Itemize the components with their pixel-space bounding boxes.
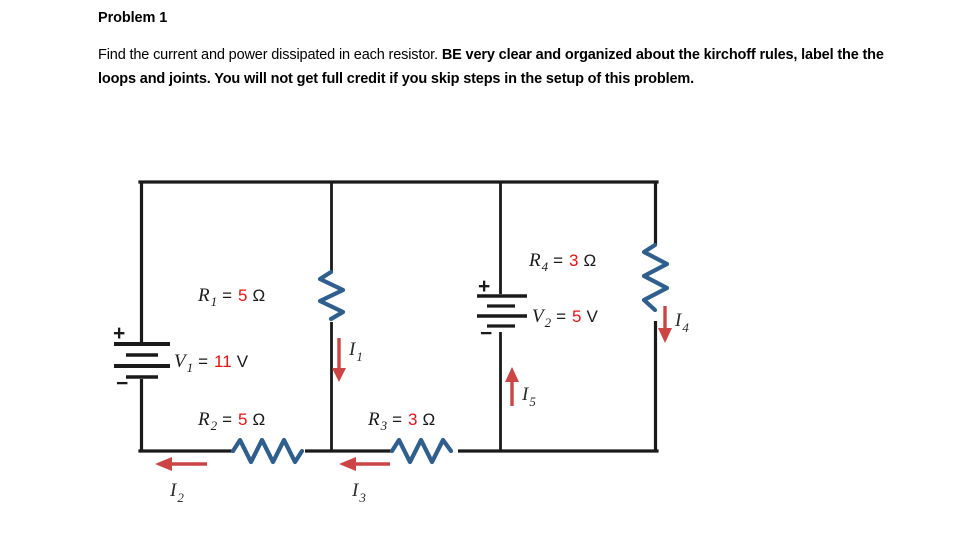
resistor-R3-unit: Ω <box>423 410 436 429</box>
resistor-R2-equals: = <box>222 410 232 429</box>
resistor-R2-value: 5 <box>238 410 247 429</box>
resistor-R3 <box>389 437 454 465</box>
current-I4: I4 <box>658 306 689 343</box>
battery-V2-symbol-text: V <box>532 306 546 327</box>
current-arrow-head <box>155 457 172 471</box>
current-arrow-head <box>339 457 356 471</box>
current-I5-symbol-text: I <box>521 384 530 405</box>
resistor-R4 <box>641 242 670 313</box>
battery-V2-unit: V <box>587 307 599 326</box>
current-I1-symbol-text: I <box>348 339 357 360</box>
resistor-symbol <box>230 437 305 465</box>
resistor-R1 <box>317 269 346 322</box>
current-I2-symbol-text: I <box>169 480 178 501</box>
resistor-R2-unit: Ω <box>253 410 266 429</box>
current-I4-subscript: 4 <box>682 320 689 335</box>
problem-statement-bold: BE very clear and organized about the ki… <box>98 47 884 87</box>
resistor-R3-value: 3 <box>408 410 417 429</box>
current-arrow-head <box>505 367 519 382</box>
battery-V2: + − <box>477 275 527 345</box>
current-arrow-head <box>658 328 672 343</box>
resistor-R3-symbol-text: R <box>367 409 380 430</box>
resistor-R4-equals: = <box>553 251 563 270</box>
current-arrow-head <box>332 368 346 382</box>
resistor-R4-value: 3 <box>569 251 578 270</box>
problem-statement: Find the current and power dissipated in… <box>98 43 888 91</box>
page-title: Problem 1 <box>98 10 168 26</box>
current-I4-label: I4 <box>674 310 689 335</box>
battery-V2-equals: = <box>556 307 566 326</box>
current-I5-label: I5 <box>521 384 536 409</box>
resistor-R1-value: 5 <box>238 286 247 305</box>
current-I3: I3 <box>339 457 390 505</box>
resistor-R2-subscript: 2 <box>211 418 218 433</box>
resistor-symbol <box>389 437 454 465</box>
battery-minus-sign: − <box>480 322 492 345</box>
current-I4-symbol-text: I <box>674 310 683 331</box>
current-I2-subscript: 2 <box>177 490 184 505</box>
resistor-R3-subscript: 3 <box>380 418 388 433</box>
battery-V1-symbol-text: V <box>174 351 188 372</box>
battery-V1: + − <box>113 322 170 395</box>
battery-V1-equals: = <box>198 352 208 371</box>
resistor-R2 <box>230 437 305 465</box>
resistor-R1-unit: Ω <box>253 286 266 305</box>
resistor-R1-equals: = <box>222 286 232 305</box>
resistor-R2-symbol-text: R <box>197 409 210 430</box>
current-I5-subscript: 5 <box>529 394 536 409</box>
battery-V1-subscript: 1 <box>187 360 194 375</box>
resistor-R1-subscript: 1 <box>211 294 218 309</box>
current-I3-label: I3 <box>351 480 366 505</box>
battery-V1-value: 11 <box>214 352 232 371</box>
current-I1: I1 <box>332 338 363 382</box>
resistor-R4-unit: Ω <box>584 251 597 270</box>
battery-plus-sign: + <box>478 275 490 298</box>
resistor-R4-subscript: 4 <box>542 259 549 274</box>
current-I1-subscript: 1 <box>356 349 363 364</box>
current-I5: I5 <box>505 367 536 409</box>
resistor-R4-symbol-text: R <box>528 250 541 271</box>
circuit-wires <box>138 180 659 454</box>
battery-V2-value: 5 <box>572 307 581 326</box>
current-I2: I2 <box>155 457 207 505</box>
battery-plus-sign: + <box>113 322 125 345</box>
resistor-symbol <box>641 242 670 313</box>
battery-V1-unit: V <box>237 352 249 371</box>
current-I2-label: I2 <box>169 480 184 505</box>
resistor-symbol <box>317 269 346 322</box>
current-I1-label: I1 <box>348 339 363 364</box>
resistor-R3-equals: = <box>392 410 402 429</box>
current-I3-subscript: 3 <box>358 490 366 505</box>
resistor-R1-symbol-text: R <box>197 285 210 306</box>
problem-statement-plain: Find the current and power dissipated in… <box>98 47 442 63</box>
current-I3-symbol-text: I <box>351 480 360 501</box>
battery-V2-subscript: 2 <box>545 315 552 330</box>
battery-minus-sign: − <box>116 372 128 395</box>
